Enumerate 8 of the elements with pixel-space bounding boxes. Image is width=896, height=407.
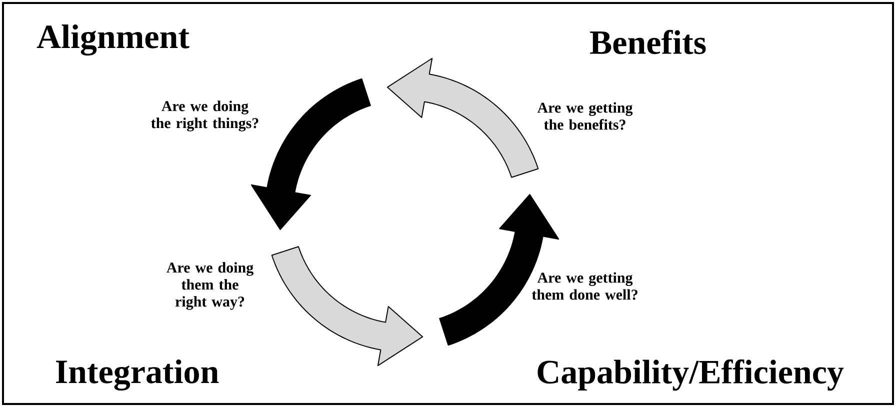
question-text: Are we doing them the right way?	[166, 262, 254, 310]
quadrant-heading: Integration	[56, 359, 219, 391]
quadrant-heading: Benefits	[590, 30, 706, 54]
question-text: Are we getting the benefits?	[537, 102, 633, 130]
quadrant-heading: Alignment	[36, 24, 190, 56]
question-text: Are we getting them done well?	[532, 272, 638, 300]
question-text: Are we doing the right things?	[151, 100, 258, 132]
quadrant-heading: Capability/Efficiency	[538, 359, 844, 391]
